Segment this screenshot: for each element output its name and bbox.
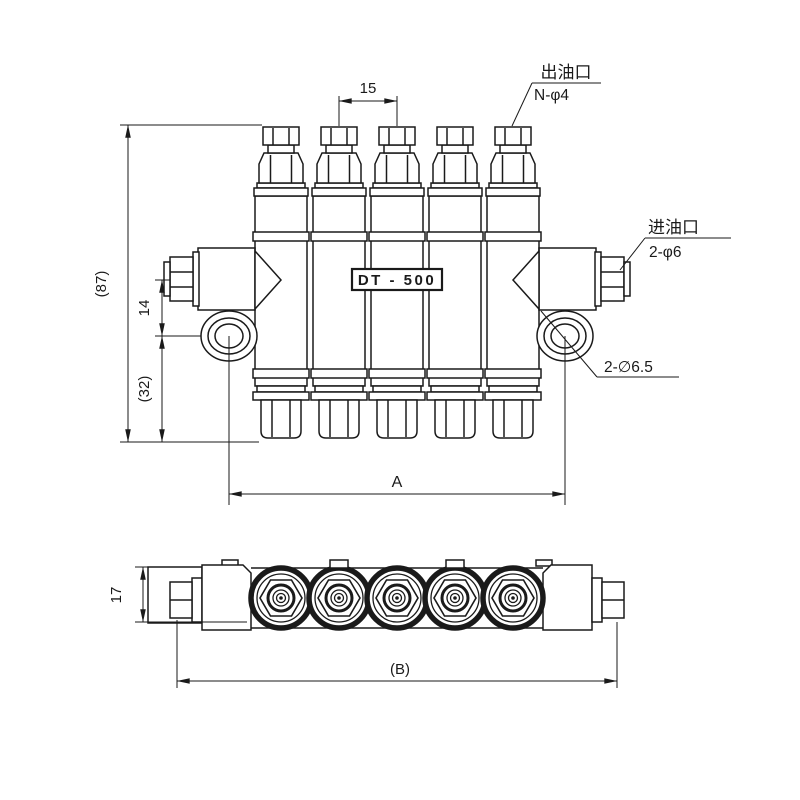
- dim-outlet-spacing-label: 15: [360, 80, 377, 97]
- dim-mounting-span: [228, 336, 566, 505]
- model-label: DT - 500: [358, 272, 436, 289]
- outlet-spec-label: N-φ4: [534, 87, 569, 104]
- section-circle-4: [425, 568, 485, 628]
- outlet-title-label: 出油口: [541, 63, 592, 82]
- model-nameplate: DT - 500: [350, 267, 444, 292]
- tab-circle-2: [329, 559, 349, 569]
- mounting-hole-spec-label: 2-∅6.5: [604, 359, 653, 376]
- washer-left: [192, 251, 200, 307]
- bolt-end-right: [623, 261, 631, 297]
- tab-circle-4: [445, 559, 465, 569]
- hex-nut-left: [169, 256, 194, 302]
- top-view: 17 (B): [108, 559, 625, 688]
- dim-port-axis-offset-label: 14: [136, 300, 153, 317]
- dim-axis-to-base-label: (32): [136, 376, 153, 403]
- inlet-fitting-right: [511, 247, 631, 311]
- dim-mounting-span-label: A: [392, 474, 403, 491]
- dim-overall-length-label: (B): [390, 661, 410, 678]
- end-cover-left: [147, 566, 203, 624]
- washer-top-right: [591, 577, 603, 623]
- inlet-fitting-left: [163, 247, 283, 311]
- section-circle-5: [483, 568, 543, 628]
- tab-block-right: [535, 559, 553, 567]
- dim-body-height-label: 17: [108, 587, 125, 604]
- section-circle-1: [251, 568, 311, 628]
- cone-tip-left: [254, 249, 283, 311]
- front-view: DT - 500 (87) 14 (32) 15: [93, 63, 731, 505]
- dim-port-offsets: [155, 279, 201, 443]
- callout-inlet: 进油口 2-φ6: [619, 218, 731, 271]
- callout-outlet: 出油口 N-φ4: [511, 63, 601, 127]
- dim-overall-height-label: (87): [93, 271, 110, 298]
- dim-overall-height: [120, 124, 262, 443]
- dim-body-height: [135, 566, 247, 623]
- end-block-right: [535, 559, 625, 631]
- inlet-spec-label: 2-φ6: [649, 244, 681, 261]
- washer-top-left: [191, 577, 203, 623]
- section-circles: [251, 559, 543, 628]
- dim-outlet-spacing: [338, 96, 398, 126]
- washer-right: [594, 251, 602, 307]
- hex-nut-right: [600, 256, 625, 302]
- dim-overall-length: [176, 620, 618, 688]
- cone-tip-right: [511, 249, 540, 311]
- section-circle-3: [367, 568, 427, 628]
- callout-mounting-hole: 2-∅6.5: [540, 310, 679, 378]
- bolt-end-left: [163, 261, 171, 297]
- inlet-title-label: 进油口: [648, 218, 699, 237]
- section-circle-2: [309, 568, 369, 628]
- end-block-left: [201, 559, 252, 631]
